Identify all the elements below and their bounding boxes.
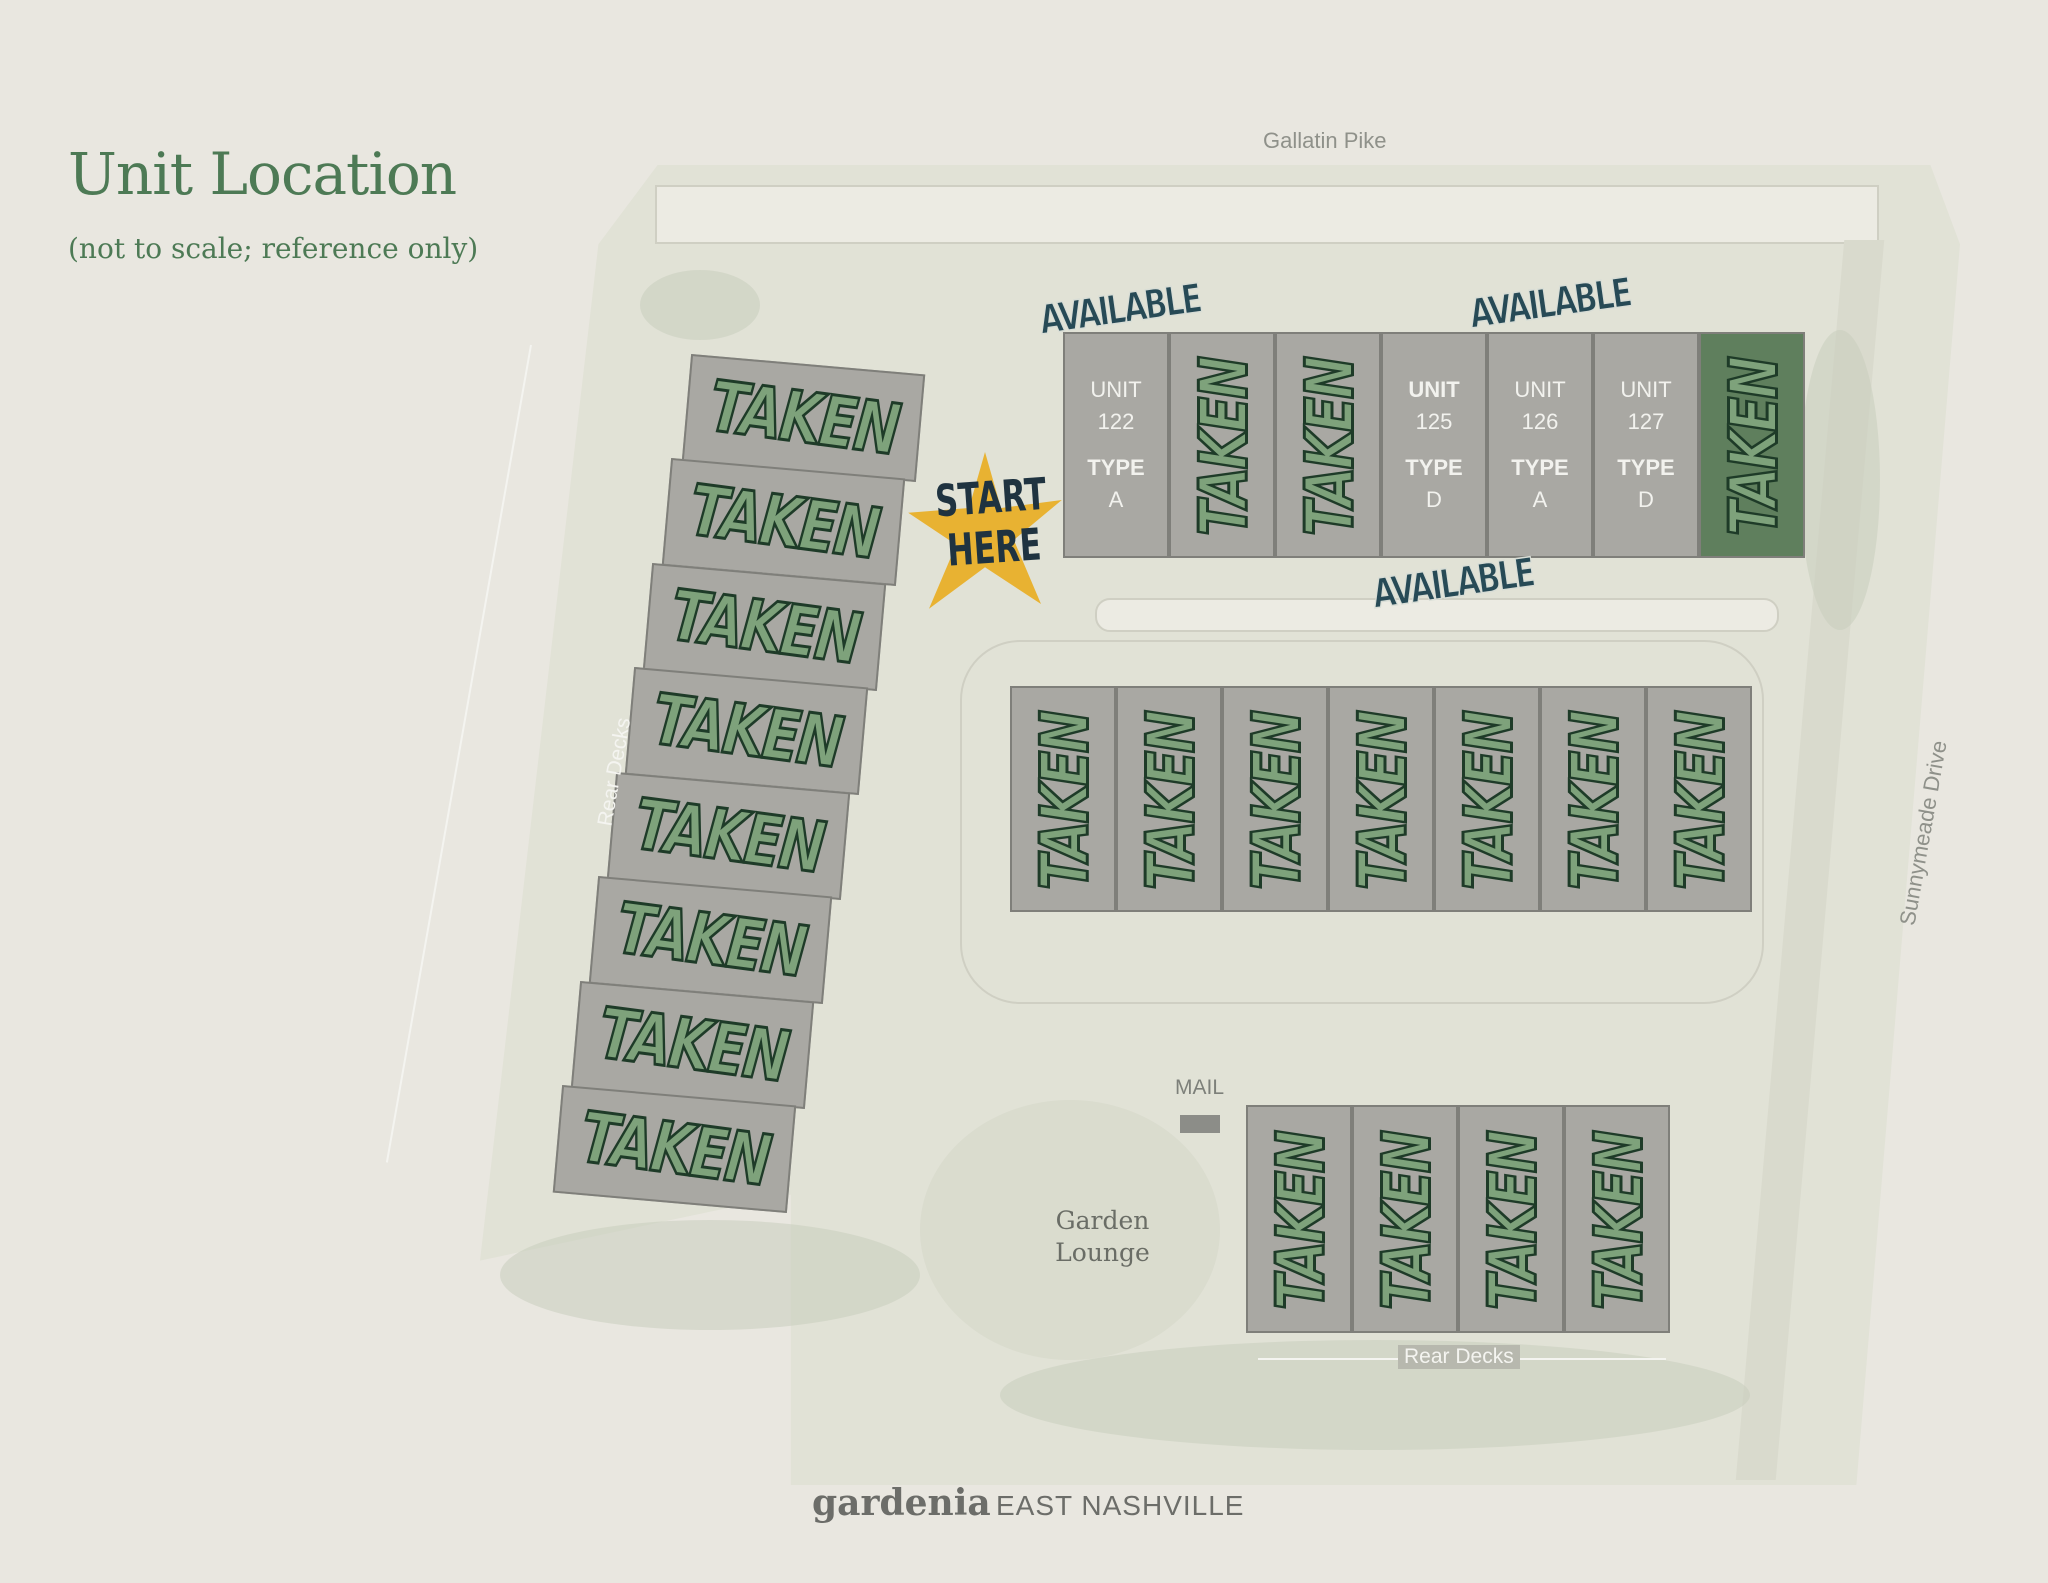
unit-label-type-label: TYPE — [1405, 455, 1463, 480]
taken-stamp: TAKEN — [628, 782, 827, 891]
taken-stamp: TAKEN — [1343, 711, 1423, 891]
unit-label-unit: UNIT — [1408, 377, 1460, 402]
mailbox-icon — [1180, 1115, 1220, 1133]
taken-stamp: TAKEN — [1131, 711, 1211, 891]
taken-stamp: TAKEN — [1025, 711, 1105, 891]
unit-block[interactable]: TAKEN — [1540, 686, 1646, 912]
taken-stamp: TAKEN — [1449, 711, 1529, 891]
unit-label-type-label: TYPE — [1087, 455, 1145, 480]
unit-block[interactable]: TAKEN — [1275, 332, 1381, 558]
unit-label-unit: UNIT — [1620, 377, 1672, 402]
unit-label-type-label: TYPE — [1511, 455, 1569, 480]
unit-block[interactable]: TAKEN — [1646, 686, 1752, 912]
unit-label-type: A — [1108, 487, 1124, 512]
taken-stamp: TAKEN — [1184, 357, 1264, 537]
tree-cluster — [1000, 1340, 1750, 1450]
start-star-icon — [908, 452, 1062, 609]
taken-stamp: TAKEN — [703, 364, 902, 473]
brand-location: EAST NASHVILLE — [996, 1490, 1245, 1521]
unit-label-number: 122 — [1097, 409, 1135, 434]
unit-label-unit: UNIT — [1514, 377, 1566, 402]
tree-cluster — [500, 1220, 920, 1330]
taken-stamp: TAKEN — [1261, 1131, 1341, 1311]
unit-label-unit: UNIT — [1090, 377, 1142, 402]
taken-stamp: TAKEN — [1367, 1131, 1447, 1311]
unit-label-type-label: TYPE — [1617, 455, 1675, 480]
unit-block[interactable]: TAKEN — [1010, 686, 1116, 912]
page-subtitle: (not to scale; reference only) — [68, 232, 479, 265]
unit-label-type: D — [1426, 487, 1442, 512]
unit-block[interactable]: TAKEN — [1169, 332, 1275, 558]
unit-label-number: 127 — [1627, 409, 1665, 434]
taken-stamp: TAKEN — [683, 468, 882, 577]
garden-lounge-label: Garden Lounge — [1055, 1206, 1150, 1267]
unit-block[interactable]: TAKEN — [1458, 1105, 1564, 1333]
unit-block[interactable]: TAKEN — [1116, 686, 1222, 912]
taken-stamp: TAKEN — [592, 991, 791, 1100]
unit-label-number: 126 — [1521, 409, 1559, 434]
gallatin-pike-road — [655, 185, 1879, 244]
unit-block[interactable]: TAKEN — [1434, 686, 1540, 912]
driveway-loop — [960, 640, 1764, 1004]
taken-stamp: TAKEN — [610, 886, 809, 995]
garden-lawn — [920, 1100, 1220, 1360]
mail-label: MAIL — [1175, 1076, 1225, 1099]
taken-stamp: TAKEN — [1237, 711, 1317, 891]
tree-cluster — [640, 270, 760, 340]
taken-stamp: TAKEN — [1473, 1131, 1553, 1311]
rear-decks-label-bottom: Rear Decks — [1398, 1345, 1520, 1369]
taken-stamp: TAKEN — [1579, 1131, 1659, 1311]
taken-stamp: TAKEN — [1290, 357, 1370, 537]
start-here-label: START HERE — [933, 468, 1048, 577]
brand-logo: gardenia — [812, 1482, 991, 1524]
taken-stamp: TAKEN — [1661, 711, 1741, 891]
page-title: Unit Location — [68, 140, 457, 208]
unit-block[interactable]: TAKEN — [1328, 686, 1434, 912]
tree-cluster — [1800, 330, 1880, 630]
taken-stamp: TAKEN — [574, 1095, 773, 1204]
street-label-gallatin-pike: Gallatin Pike — [1263, 128, 1387, 153]
unit-label-type: A — [1532, 487, 1548, 512]
unit-block[interactable]: TAKEN — [1246, 1105, 1352, 1333]
unit-block[interactable]: TAKEN — [1564, 1105, 1670, 1333]
taken-stamp: TAKEN — [1555, 711, 1635, 891]
unit-block[interactable]: TAKEN — [1352, 1105, 1458, 1333]
unit-block[interactable]: TAKEN — [1699, 332, 1805, 558]
taken-stamp: TAKEN — [646, 677, 845, 786]
unit-block[interactable]: TAKEN — [1222, 686, 1328, 912]
unit-label-number: 125 — [1415, 409, 1453, 434]
driveway-top — [1095, 598, 1779, 632]
unit-label-type: D — [1638, 487, 1654, 512]
unit-block[interactable]: TAKEN — [552, 1084, 796, 1214]
taken-stamp: TAKEN — [664, 573, 863, 682]
taken-stamp: TAKEN — [1714, 357, 1794, 537]
